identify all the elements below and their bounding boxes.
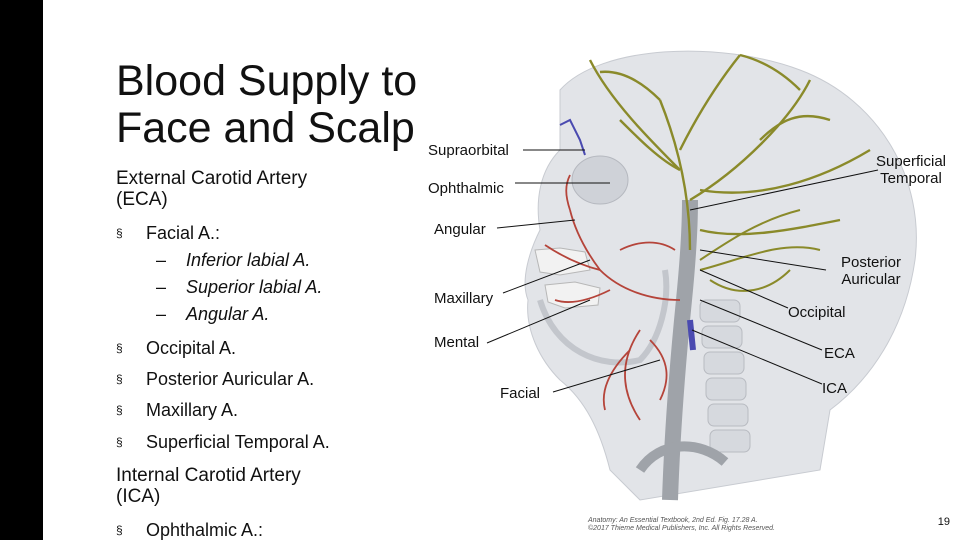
label-occipital: Occipital — [788, 304, 846, 321]
label-posterior-auricular: Posterior Auricular — [826, 254, 916, 288]
bullet-marker: § — [116, 341, 123, 355]
subbullet-label: Angular A. — [186, 304, 270, 324]
subclavian-curve — [635, 441, 729, 474]
bullet-facial-a: § Facial A.: — [116, 222, 220, 244]
head-artery-illustration — [486, 50, 917, 501]
eca-heading-line-1: External Carotid Artery — [116, 168, 308, 189]
label-superficial-temporal-line-2: Temporal — [880, 170, 942, 187]
label-superficial-temporal-line-1: Superficial — [875, 153, 947, 170]
bullet-ophthalmic-a: § Ophthalmic A.: — [116, 519, 263, 540]
sub-bullet-marker: – — [156, 304, 167, 324]
bullet-marker: § — [116, 372, 123, 386]
label-facial: Facial — [500, 385, 541, 402]
bullet-marker: § — [116, 435, 123, 449]
bullet-label: Ophthalmic A.: — [146, 520, 264, 540]
bullet-marker: § — [116, 403, 123, 417]
figure-credit-line-2: ©2017 Thieme Medical Publishers, Inc. Al… — [588, 525, 775, 532]
label-superficial-temporal: Superficial Temporal — [866, 153, 956, 187]
label-posterior-auricular-line-1: Posterior — [840, 254, 902, 271]
eca-heading: External Carotid Artery (ECA) — [116, 168, 307, 210]
leader-lines — [486, 149, 879, 393]
label-mental: Mental — [434, 334, 480, 351]
figure-credit-line-1: Anatomy: An Essential Textbook, 2nd Ed. … — [588, 517, 758, 524]
vein-blue — [687, 319, 696, 351]
label-maxillary: Maxillary — [434, 290, 494, 307]
sub-bullet-marker: – — [156, 250, 167, 270]
mandible — [537, 269, 670, 366]
bullet-label: Maxillary A. — [146, 400, 239, 420]
occipital-branches — [699, 209, 821, 292]
bullet-label: Facial A.: — [146, 223, 221, 243]
bullet-marker: § — [116, 523, 123, 537]
teeth — [534, 247, 591, 276]
label-ophthalmic: Ophthalmic — [428, 180, 504, 197]
bullet-label: Posterior Auricular A. — [146, 369, 315, 389]
sub-bullet-marker: – — [156, 277, 167, 297]
bullet-marker: § — [116, 226, 123, 240]
subbullet-superior-labial: –Superior labial A. — [156, 276, 322, 298]
cervical-spine — [699, 299, 751, 453]
subbullet-angular: –Angular A. — [156, 303, 269, 325]
teeth-lower — [544, 281, 601, 309]
orbit — [571, 155, 629, 205]
superficial-temporal-branches — [588, 53, 871, 251]
label-ica: ICA — [822, 380, 848, 397]
subbullet-inferior-labial: –Inferior labial A. — [156, 249, 310, 271]
subbullet-label: Inferior labial A. — [186, 250, 311, 270]
facial-artery-branches — [544, 174, 681, 421]
left-black-bar — [0, 0, 43, 540]
bullet-maxillary-a: § Maxillary A. — [116, 399, 238, 421]
slide-title-line-1: Blood Supply to — [116, 57, 418, 105]
label-supraorbital: Supraorbital — [428, 142, 509, 159]
figure-credit: Anatomy: An Essential Textbook, 2nd Ed. … — [588, 517, 775, 533]
label-eca: ECA — [824, 345, 855, 362]
ica-heading-line-2: (ICA) — [116, 486, 161, 507]
slide-title-line-2: Face and Scalp — [116, 104, 415, 152]
skull-shape — [524, 50, 917, 501]
bullet-superficial-temporal-a: § Superficial Temporal A. — [116, 431, 330, 453]
bullet-occipital-a: § Occipital A. — [116, 337, 236, 359]
bullet-posterior-auricular-a: § Posterior Auricular A. — [116, 368, 314, 390]
slide-title: Blood Supply to Face and Scalp — [116, 58, 417, 152]
subbullet-label: Superior labial A. — [186, 277, 323, 297]
ica-heading-line-1: Internal Carotid Artery — [116, 465, 301, 486]
vein-blue-top — [559, 118, 586, 156]
page-number: 19 — [937, 516, 950, 528]
ica-heading: Internal Carotid Artery (ICA) — [116, 465, 301, 507]
label-posterior-auricular-line-2: Auricular — [841, 271, 901, 288]
bullet-label: Occipital A. — [146, 338, 237, 358]
label-angular: Angular — [434, 221, 486, 238]
bullet-label: Superficial Temporal A. — [146, 432, 330, 452]
eca-heading-line-2: (ECA) — [116, 189, 168, 210]
